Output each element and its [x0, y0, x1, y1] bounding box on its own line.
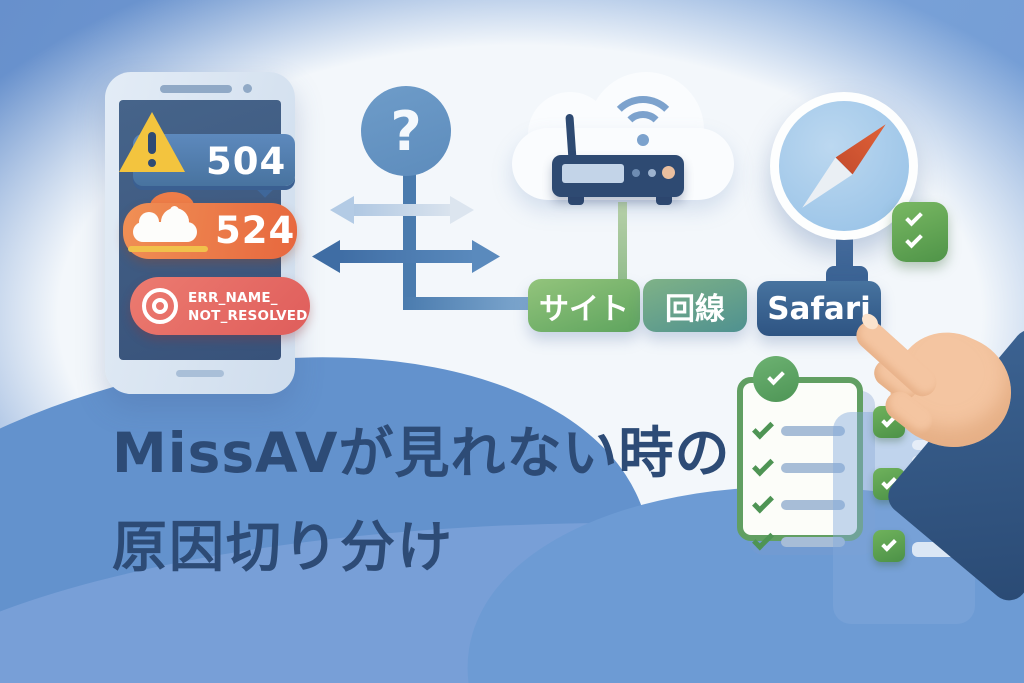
clipboard-checklist-icon — [737, 377, 863, 550]
phone-camera — [243, 84, 252, 93]
error-524-code: 524 — [215, 209, 296, 252]
question-mark-node: ? — [361, 86, 451, 176]
label-network-text: 回線 — [665, 291, 725, 327]
light-arrow-shaft — [350, 204, 454, 216]
label-safari: Safari — [757, 281, 881, 336]
clipboard-rows — [752, 417, 845, 554]
check-icon — [752, 528, 774, 550]
error-504-code: 504 — [206, 140, 287, 183]
cloudflare-cloud-icon — [133, 208, 197, 242]
check-icon — [752, 491, 774, 513]
dark-arrow-shaft — [336, 250, 476, 263]
title-line2: 原因切り分け — [112, 515, 455, 579]
router-foot-right — [656, 196, 672, 205]
wifi-dot — [637, 134, 649, 146]
checklist-row — [752, 417, 845, 443]
decision-stem-vertical — [403, 172, 416, 310]
wifi-arc-inner — [621, 111, 665, 155]
label-site: サイト — [528, 279, 640, 332]
dns-error-text: ERR_NAME_ NOT_RESOLVED — [188, 290, 308, 325]
check-icon — [905, 208, 923, 227]
check-icon — [881, 536, 897, 552]
double-check-icon — [892, 202, 948, 262]
checklist-line — [781, 426, 845, 436]
dns-error-ring-icon — [142, 288, 178, 324]
clipboard-check-circle — [753, 356, 799, 402]
label-network: 回線 — [643, 279, 747, 332]
checklist-line — [781, 537, 845, 547]
warning-exclamation-dot — [148, 159, 156, 167]
router-foot-left — [568, 196, 584, 205]
check-square — [873, 530, 905, 562]
router-led-1 — [632, 169, 640, 177]
check-icon — [752, 417, 774, 439]
check-icon — [767, 367, 785, 386]
cloudflare-cloud-dot — [170, 206, 179, 215]
checklist-line — [781, 463, 845, 473]
dns-error-line2: NOT_RESOLVED — [188, 307, 308, 324]
page-title: MissAVが見れない時の 原因切り分け — [112, 408, 730, 582]
check-icon — [905, 230, 923, 249]
cloudflare-underline — [128, 246, 208, 252]
router-connector-line — [618, 202, 627, 280]
label-safari-text: Safari — [767, 290, 871, 327]
dns-error-ring-inner — [152, 298, 168, 314]
checklist-row — [752, 454, 845, 480]
wifi-icon — [606, 96, 680, 160]
label-site-text: サイト — [539, 291, 629, 327]
router-led-3 — [662, 166, 675, 179]
phone-speaker — [160, 85, 232, 93]
checklist-row — [752, 491, 845, 517]
dns-error-line1: ERR_NAME_ — [188, 290, 278, 306]
question-mark: ? — [390, 99, 422, 163]
phone-home-button — [176, 370, 224, 377]
checklist-row — [752, 528, 845, 554]
safari-label-notch — [826, 266, 868, 284]
router-led-2 — [648, 169, 656, 177]
warning-exclamation-bar — [148, 132, 156, 154]
wifi-arc-outer — [606, 96, 680, 170]
check-icon — [752, 454, 774, 476]
router-display — [562, 164, 624, 183]
title-line1: MissAVが見れない時の — [112, 421, 731, 485]
decision-stem-elbow — [403, 297, 531, 310]
checklist-line — [781, 500, 845, 510]
